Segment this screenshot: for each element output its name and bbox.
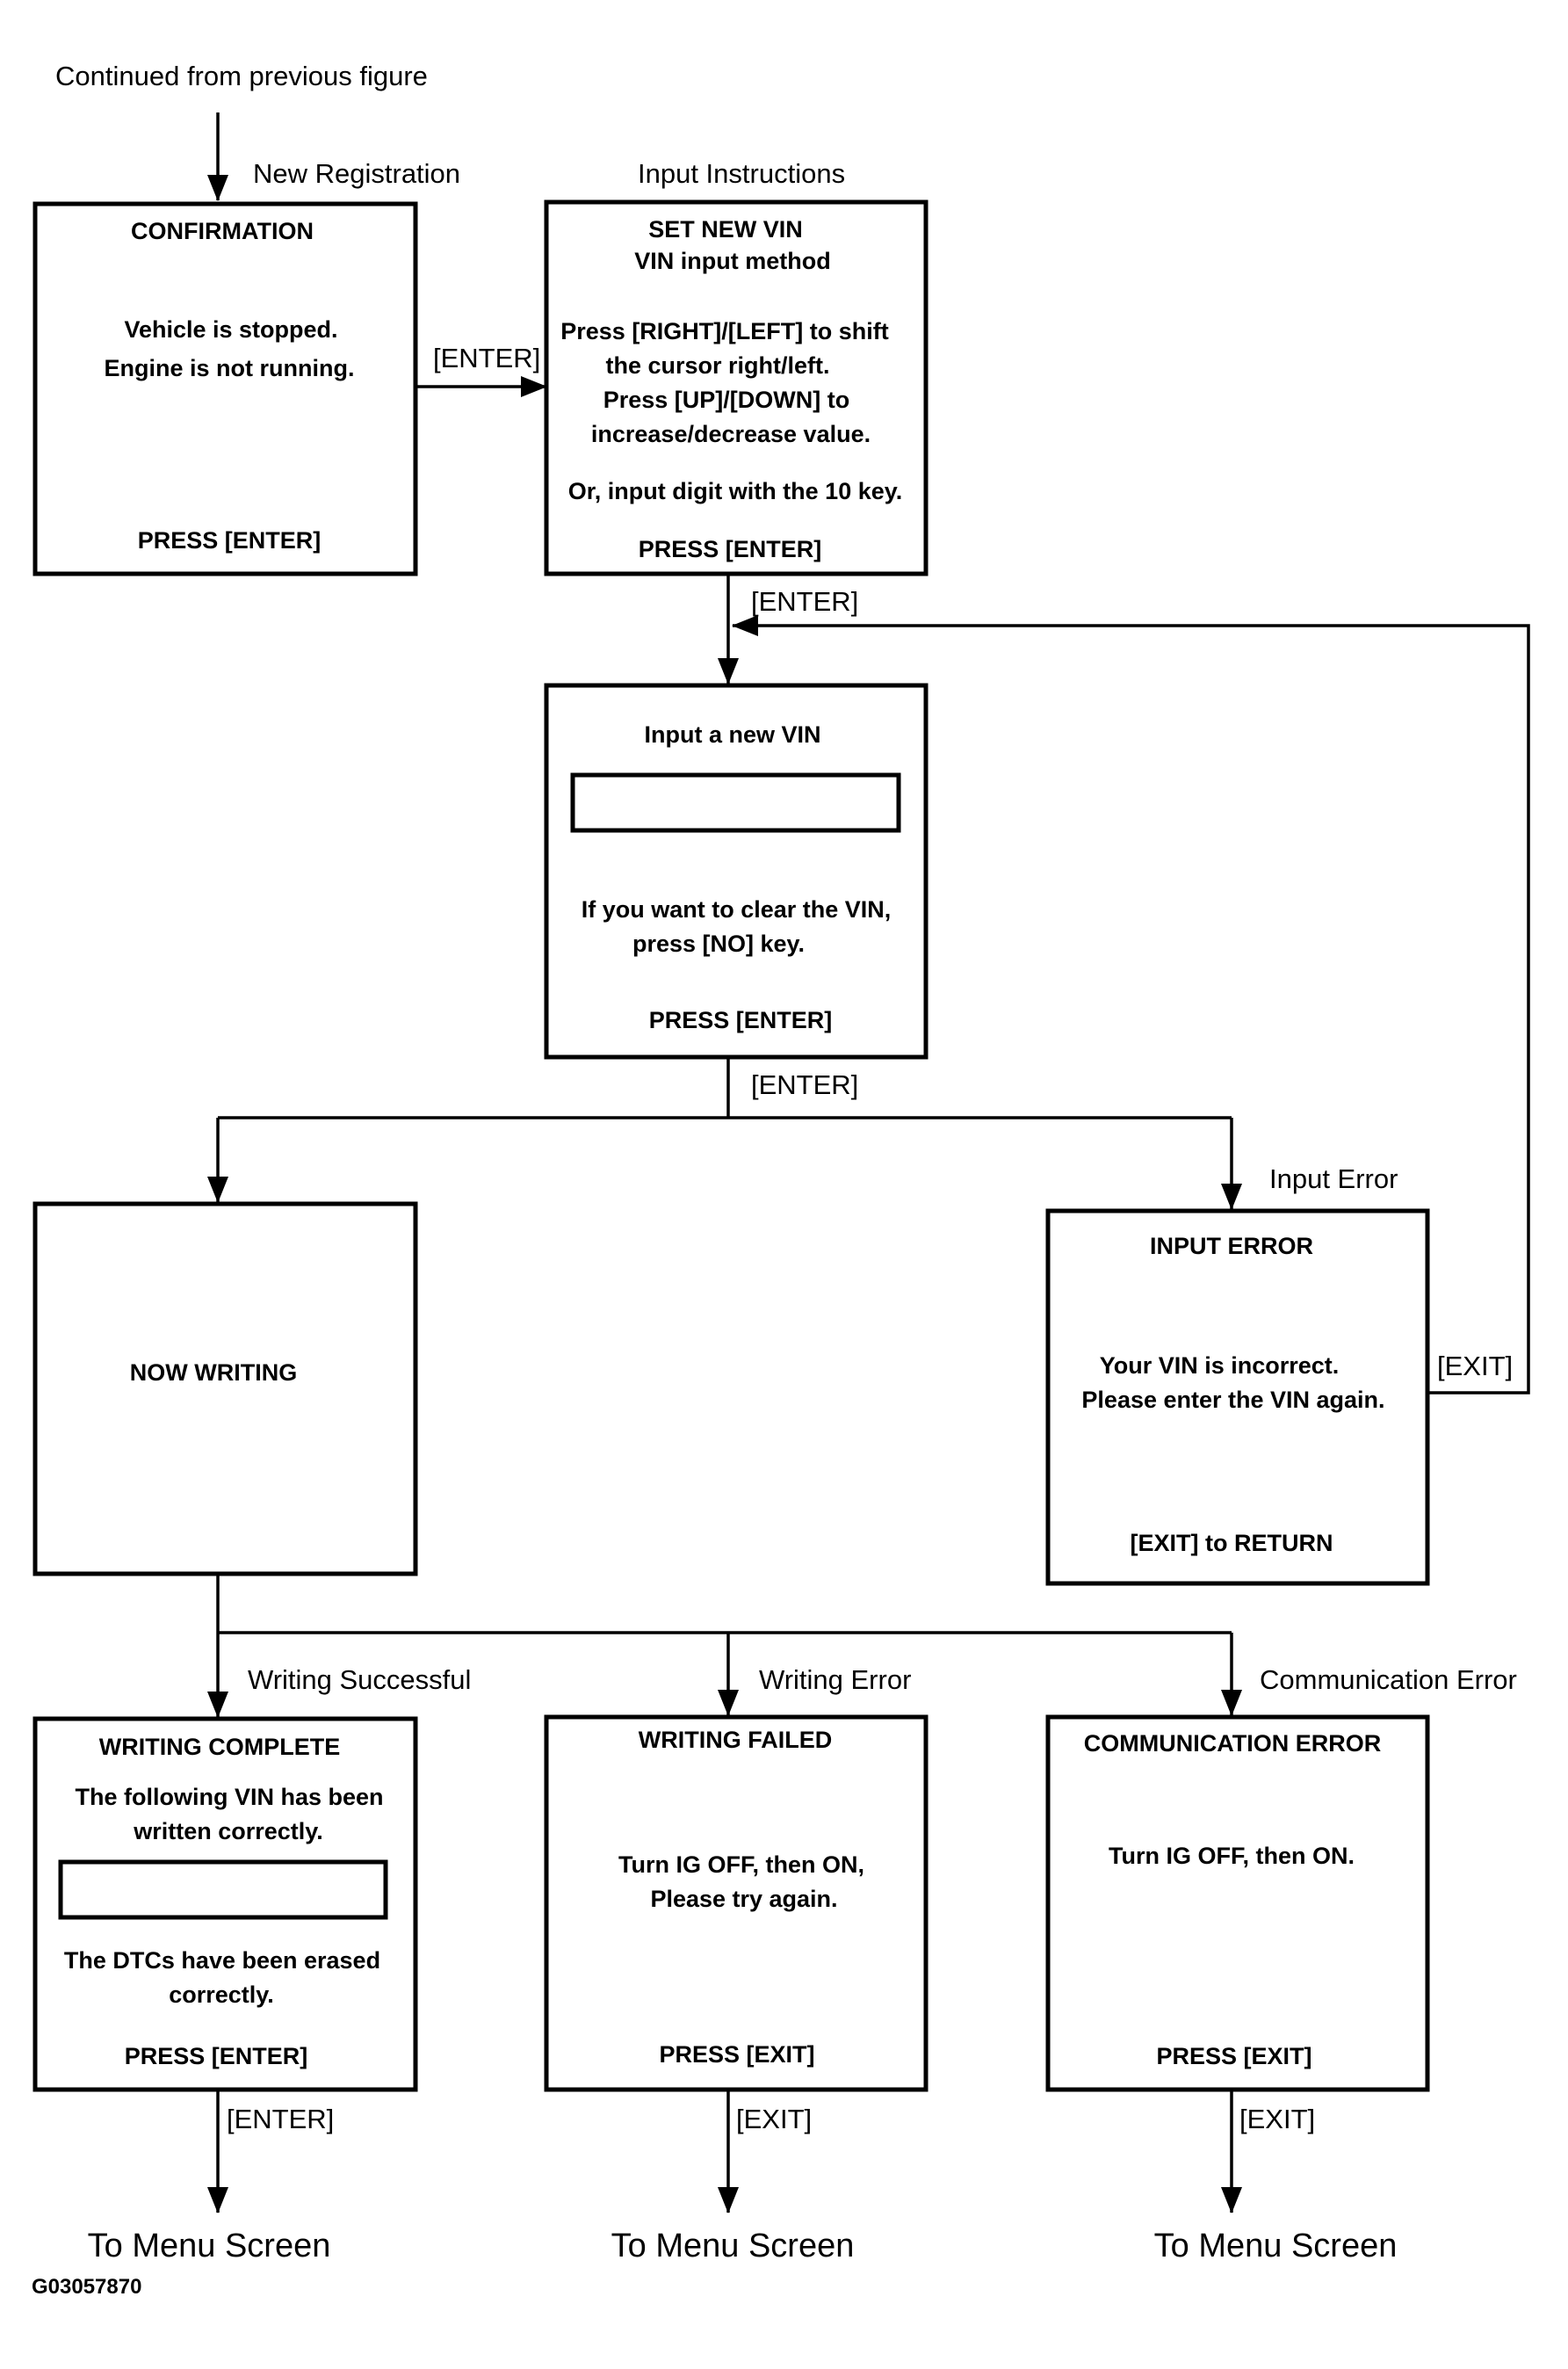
writing-complete-line-2: written correctly. <box>133 1818 323 1844</box>
input-vin-footer: PRESS [ENTER] <box>649 1007 833 1033</box>
communication-error-line-1: Turn IG OFF, then ON. <box>1109 1843 1355 1869</box>
writing-complete-line-4: correctly. <box>169 1981 274 2008</box>
confirmation-screen: CONFIRMATION Vehicle is stopped. Engine … <box>33 201 418 576</box>
new-registration-label: New Registration <box>253 158 460 189</box>
writing-complete-title: WRITING COMPLETE <box>99 1734 340 1760</box>
enter-label-complete: [ENTER] <box>227 2104 334 2134</box>
input-error-line-1: Your VIN is incorrect. <box>1100 1352 1340 1379</box>
exit-label-comm: [EXIT] <box>1239 2104 1315 2134</box>
connector-input-error-return-loop <box>732 615 1530 1395</box>
confirmation-title: CONFIRMATION <box>131 218 314 244</box>
figure-code: G03057870 <box>32 2275 141 2299</box>
input-error-line-2: Please enter the VIN again. <box>1081 1387 1384 1413</box>
vin-input-field[interactable] <box>570 772 901 833</box>
enter-label-input-vin: [ENTER] <box>751 1069 858 1100</box>
set-vin-line-3: Press [UP]/[DOWN] to <box>603 387 850 413</box>
writing-failed-line-2: Please try again. <box>650 1886 837 1912</box>
now-writing-screen: NOW WRITING <box>33 1201 418 1576</box>
menu-destination-1: To Menu Screen <box>88 2228 331 2264</box>
exit-loop-label: [EXIT] <box>1437 1351 1513 1381</box>
vin-display-field <box>58 1859 388 1920</box>
confirmation-footer: PRESS [ENTER] <box>138 527 322 554</box>
set-vin-line-4: increase/decrease value. <box>591 421 871 447</box>
input-vin-line-2: press [NO] key. <box>632 931 805 957</box>
confirmation-line-1: Vehicle is stopped. <box>124 316 337 343</box>
connectors <box>207 112 1530 2213</box>
writing-complete-line-3: The DTCs have been erased <box>64 1947 380 1974</box>
confirmation-line-2: Engine is not running. <box>105 355 355 381</box>
writing-failed-footer: PRESS [EXIT] <box>659 2041 814 2068</box>
writing-failed-line-1: Turn IG OFF, then ON, <box>618 1851 864 1878</box>
writing-successful-label: Writing Successful <box>248 1664 471 1695</box>
communication-error-label: Communication Error <box>1260 1664 1517 1695</box>
input-error-label: Input Error <box>1269 1163 1398 1194</box>
set-vin-subtitle: VIN input method <box>634 248 830 274</box>
menu-destination-2: To Menu Screen <box>611 2228 855 2264</box>
input-vin-line-1: If you want to clear the VIN, <box>582 896 892 923</box>
set-vin-title: SET NEW VIN <box>648 216 803 243</box>
writing-failed-screen: WRITING FAILED Turn IG OFF, then ON, Ple… <box>544 1714 929 2092</box>
writing-failed-title: WRITING FAILED <box>639 1727 832 1753</box>
set-new-vin-screen: SET NEW VIN VIN input method Press [RIGH… <box>544 199 929 576</box>
exit-label-failed: [EXIT] <box>736 2104 812 2134</box>
input-error-footer: [EXIT] to RETURN <box>1131 1530 1333 1556</box>
communication-error-footer: PRESS [EXIT] <box>1156 2043 1311 2069</box>
writing-complete-screen: WRITING COMPLETE The following VIN has b… <box>33 1716 418 2092</box>
communication-error-screen: COMMUNICATION ERROR Turn IG OFF, then ON… <box>1045 1714 1430 2092</box>
continued-label: Continued from previous figure <box>55 61 428 91</box>
input-error-title: INPUT ERROR <box>1150 1233 1313 1259</box>
set-vin-footer: PRESS [ENTER] <box>639 536 822 562</box>
writing-complete-footer: PRESS [ENTER] <box>125 2043 308 2069</box>
writing-error-label: Writing Error <box>759 1664 911 1695</box>
input-error-screen: INPUT ERROR Your VIN is incorrect. Pleas… <box>1045 1208 1430 1586</box>
enter-label-set-vin: [ENTER] <box>751 586 858 617</box>
set-vin-line-2: the cursor right/left. <box>605 352 829 379</box>
writing-complete-line-1: The following VIN has been <box>75 1784 383 1810</box>
input-instructions-label: Input Instructions <box>638 158 845 189</box>
now-writing-title: NOW WRITING <box>130 1359 297 1386</box>
input-vin-screen: Input a new VIN If you want to clear the… <box>544 683 929 1060</box>
enter-label-confirmation: [ENTER] <box>433 343 540 373</box>
menu-destination-3: To Menu Screen <box>1154 2228 1398 2264</box>
communication-error-title: COMMUNICATION ERROR <box>1084 1730 1381 1757</box>
set-vin-line-1: Press [RIGHT]/[LEFT] to shift <box>560 318 889 344</box>
input-vin-title: Input a new VIN <box>644 721 820 748</box>
set-vin-line-5: Or, input digit with the 10 key. <box>568 478 903 504</box>
